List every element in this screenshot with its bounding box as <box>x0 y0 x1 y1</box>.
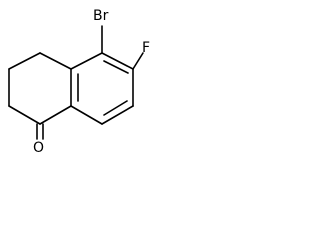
bond-c6-f <box>132 52 144 70</box>
bond-c1-c8a <box>39 105 72 125</box>
bond-lines <box>8 25 144 140</box>
bond-c7-c8 <box>101 105 134 125</box>
bond-c2-c1 <box>8 105 41 125</box>
molecule-structure: Br F O <box>8 8 150 156</box>
atom-labels: Br F O <box>33 8 150 156</box>
bond-c4-c3 <box>8 52 41 70</box>
bond-c5-c6-inner <box>103 60 129 74</box>
bond-c4a-c4 <box>39 52 72 70</box>
bromine-label: Br <box>93 8 109 24</box>
oxygen-label: O <box>33 140 44 156</box>
bond-c8-c8a <box>70 105 103 125</box>
fluorine-label: F <box>142 40 150 56</box>
bond-c4a-c5 <box>70 52 103 70</box>
bond-c5-c6 <box>101 52 134 70</box>
bond-c7-c8-inner <box>103 100 128 116</box>
